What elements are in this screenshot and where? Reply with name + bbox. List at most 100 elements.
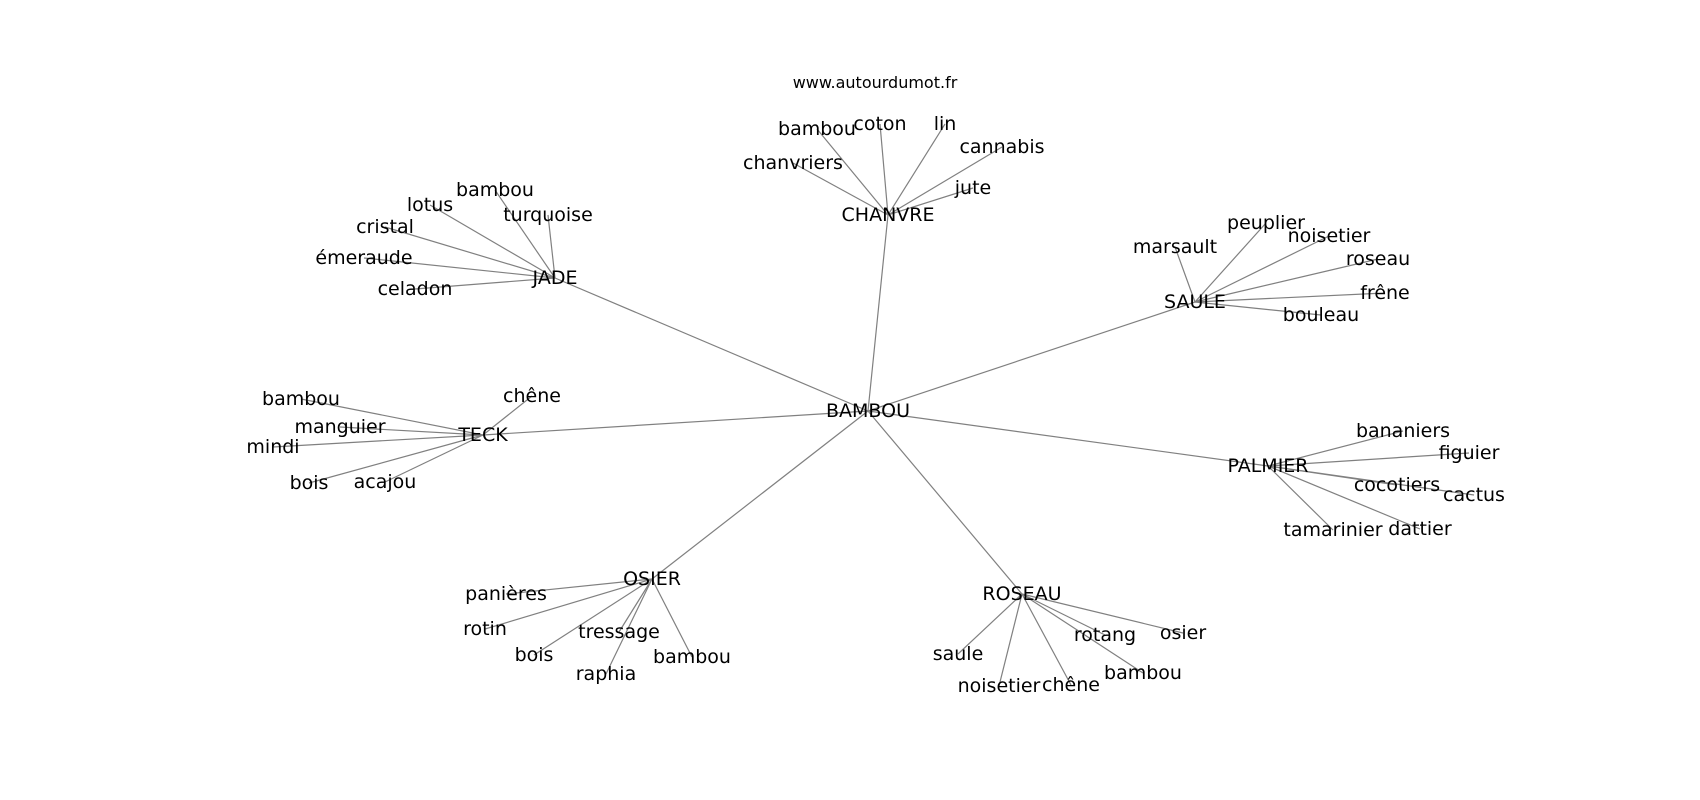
leaf-node-label: bouleau — [1283, 304, 1359, 326]
leaf-node-label: bois — [515, 644, 554, 666]
leaf-node-label: turquoise — [503, 204, 593, 226]
hub-to-leaf-edge — [482, 395, 533, 436]
leaf-node-label: roseau — [1346, 248, 1410, 270]
leaf-node-label: celadon — [378, 278, 453, 300]
hub-to-leaf-edge — [1267, 465, 1334, 531]
center-to-hub-edge — [867, 410, 1023, 595]
hub-to-leaf-edge — [792, 162, 889, 216]
center-to-hub-edge — [867, 214, 889, 412]
hub-to-leaf-edge — [1194, 292, 1386, 303]
hub-to-leaf-edge — [879, 123, 889, 216]
hub-to-leaf-edge — [887, 146, 1003, 216]
hub-to-leaf-edge — [429, 204, 556, 279]
hub-to-leaf-edge — [605, 578, 653, 675]
center-to-hub-edge — [867, 410, 1269, 467]
hub-node-label: CHANVRE — [842, 204, 935, 226]
leaf-node-label: mindi — [246, 436, 299, 458]
leaf-node-label: frêne — [1360, 282, 1410, 304]
center-to-hub-edge — [482, 410, 869, 436]
leaf-node-label: manguier — [294, 416, 385, 438]
leaf-node-label: cristal — [356, 216, 414, 238]
hub-to-leaf-edge — [1194, 235, 1330, 303]
center-to-hub-edge — [651, 410, 869, 580]
hub-node-label: ROSEAU — [982, 583, 1061, 605]
hub-to-leaf-edge — [1267, 465, 1421, 530]
hub-to-leaf-edge — [1021, 593, 1072, 686]
leaf-node-label: noisetier — [1288, 225, 1371, 247]
leaf-node-label: chêne — [503, 385, 561, 407]
leaf-node-label: cocotiers — [1354, 474, 1440, 496]
hub-to-leaf-edge — [272, 434, 484, 448]
hub-to-leaf-edge — [384, 226, 556, 279]
hub-to-leaf-edge — [494, 189, 556, 279]
center-to-hub-edge — [554, 277, 869, 412]
hub-to-leaf-edge — [1267, 465, 1475, 496]
leaf-node-label: émeraude — [315, 247, 412, 269]
hub-node-label: OSIER — [623, 568, 681, 590]
hub-to-leaf-edge — [1267, 430, 1404, 467]
leaf-node-label: rotang — [1074, 624, 1136, 646]
hub-node-label: PALMIER — [1227, 455, 1308, 477]
hub-to-leaf-edge — [1194, 222, 1267, 303]
hub-to-leaf-edge — [998, 593, 1023, 687]
leaf-node-label: bambou — [456, 179, 534, 201]
source-url: www.autourdumot.fr — [793, 73, 958, 92]
hub-to-leaf-edge — [1267, 452, 1470, 467]
leaf-node-label: rotin — [463, 618, 507, 640]
leaf-node-label: cactus — [1443, 484, 1505, 506]
leaf-node-label: bambou — [778, 118, 856, 140]
leaf-node-label: bois — [290, 472, 329, 494]
hub-to-leaf-edge — [414, 277, 556, 290]
leaf-node-label: bananiers — [1356, 420, 1450, 442]
hub-to-leaf-edge — [618, 578, 653, 633]
hub-to-leaf-edge — [1174, 246, 1196, 303]
hub-to-leaf-edge — [300, 398, 484, 436]
leaf-node-label: lotus — [407, 194, 453, 216]
hub-to-leaf-edge — [1021, 593, 1144, 674]
hub-to-leaf-edge — [1021, 593, 1106, 636]
leaf-node-label: tressage — [578, 621, 660, 643]
leaf-node-label: coton — [853, 113, 906, 135]
hub-to-leaf-edge — [957, 593, 1023, 655]
center-to-hub-edge — [867, 301, 1196, 412]
leaf-node-label: cannabis — [959, 136, 1044, 158]
hub-to-leaf-edge — [1194, 258, 1379, 303]
leaf-node-label: dattier — [1388, 518, 1452, 540]
leaf-node-label: bambou — [262, 388, 340, 410]
hub-to-leaf-edge — [887, 187, 974, 216]
hub-to-leaf-edge — [384, 434, 484, 483]
leaf-node-label: peuplier — [1227, 212, 1305, 234]
leaf-node-label: lin — [934, 113, 957, 135]
hub-to-leaf-edge — [651, 578, 693, 658]
hub-to-leaf-edge — [308, 434, 484, 484]
hub-to-leaf-edge — [339, 426, 484, 436]
hub-to-leaf-edge — [1194, 301, 1322, 316]
hub-to-leaf-edge — [816, 128, 889, 216]
hub-to-leaf-edge — [505, 578, 653, 595]
hub-to-leaf-edge — [363, 257, 556, 279]
graph-edges — [272, 123, 1475, 687]
leaf-node-label: osier — [1160, 622, 1206, 644]
leaf-node-label: tamarinier — [1283, 519, 1382, 541]
leaf-node-label: raphia — [576, 663, 636, 685]
hub-to-leaf-edge — [887, 123, 946, 216]
leaf-node-label: acajou — [354, 471, 417, 493]
leaf-node-label: noisetier — [958, 675, 1041, 697]
hub-node-label: SAULE — [1164, 291, 1226, 313]
leaf-node-label: marsault — [1133, 236, 1217, 258]
leaf-node-label: bambou — [1104, 662, 1182, 684]
hub-to-leaf-edge — [547, 214, 556, 279]
leaf-node-label: chanvriers — [743, 152, 843, 174]
center-node-label: BAMBOU — [826, 400, 910, 422]
leaf-node-label: chêne — [1042, 674, 1100, 696]
leaf-node-label: jute — [954, 177, 991, 199]
leaf-node-label: saule — [933, 643, 984, 665]
hub-to-leaf-edge — [533, 578, 653, 656]
leaf-node-label: figuier — [1439, 442, 1500, 464]
hub-node-label: JADE — [532, 267, 578, 289]
leaf-node-label: bambou — [653, 646, 731, 668]
hub-node-label: TECK — [457, 424, 508, 446]
leaf-node-label: panières — [465, 583, 547, 605]
